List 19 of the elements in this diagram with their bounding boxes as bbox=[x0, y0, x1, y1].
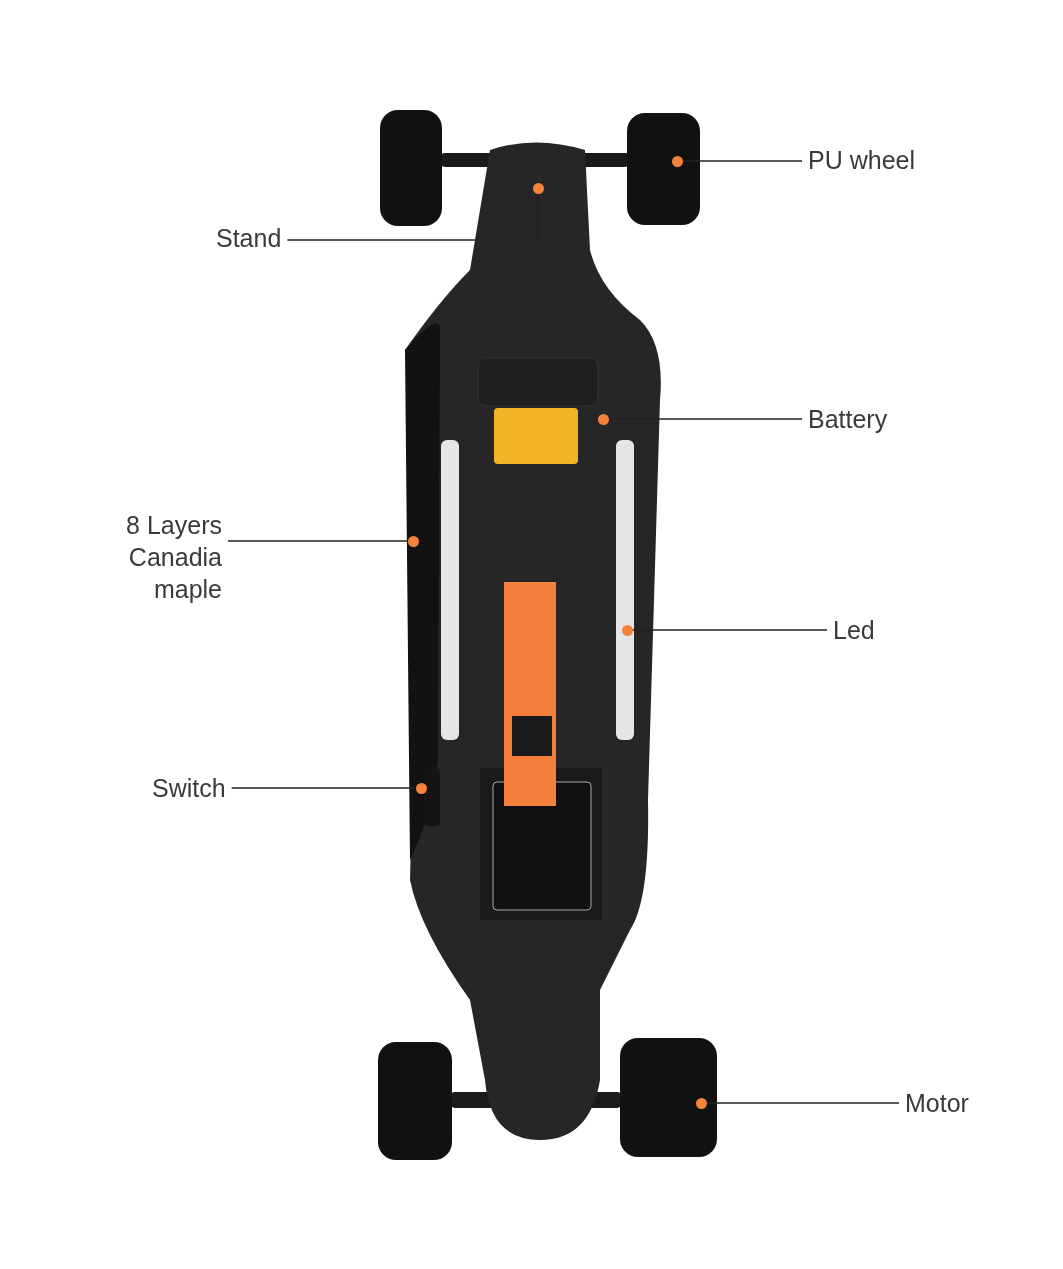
marker-dot bbox=[532, 182, 544, 194]
marker-dot bbox=[597, 413, 609, 425]
marker-dot bbox=[621, 624, 633, 636]
leader-line bbox=[705, 1102, 900, 1104]
callout-label: PU wheel bbox=[808, 144, 915, 176]
marker-dot bbox=[671, 155, 683, 167]
callout-label: Stand bbox=[216, 222, 282, 254]
callout-label: Switch bbox=[152, 772, 226, 804]
leader-line bbox=[681, 160, 803, 162]
marker-dot bbox=[407, 535, 419, 547]
callout-label: Battery bbox=[808, 403, 888, 435]
marker-dot bbox=[415, 782, 427, 794]
callout-label: Led bbox=[833, 614, 875, 646]
callout-label: Motor bbox=[905, 1087, 969, 1119]
marker-dot bbox=[695, 1097, 707, 1109]
leader-line bbox=[227, 540, 409, 542]
leader-line bbox=[230, 787, 417, 789]
leader-line bbox=[631, 629, 828, 631]
callout-label: 8 Layers Canadia maple bbox=[56, 509, 222, 605]
